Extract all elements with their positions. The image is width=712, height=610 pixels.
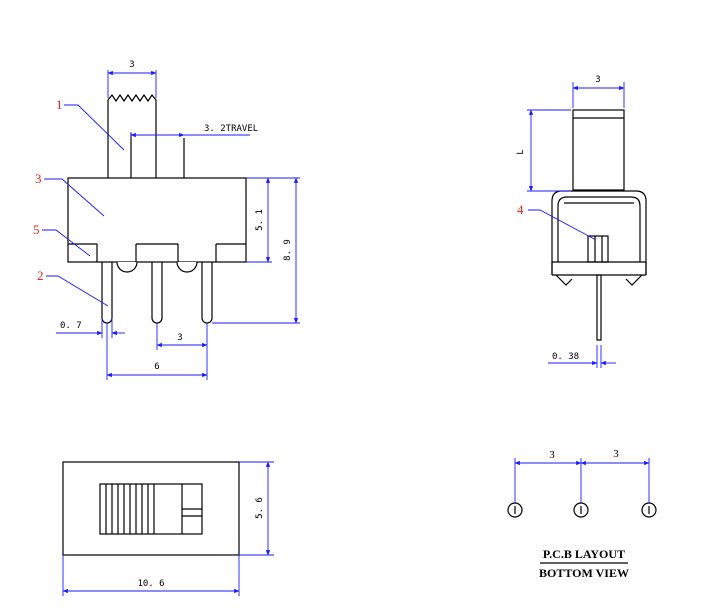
dim-actuator-length: L — [516, 149, 526, 154]
dim-travel: 3. 2TRAVEL — [204, 124, 258, 134]
side-frame — [551, 190, 647, 275]
callout-4: 4 — [517, 202, 524, 217]
pcb-subtitle: BOTTOM VIEW — [539, 566, 629, 580]
pcb-pitch-right: 3 — [613, 448, 619, 460]
top-view: 5. 6 10. 6 — [62, 461, 274, 596]
pcb-layout: 3 3 P.C.B LAYOUT BOTTOM VIEW — [507, 448, 657, 580]
housing-outline — [67, 177, 247, 263]
pcb-pitch-left: 3 — [549, 449, 555, 461]
pin-left — [101, 262, 113, 324]
dim-body-height: 5. 1 — [255, 209, 265, 231]
dim-pin-thickness: 0. 38 — [552, 352, 579, 362]
callout-3: 3 — [35, 171, 42, 186]
dim-total-height: 8. 9 — [283, 239, 293, 261]
callout-1: 1 — [56, 97, 63, 112]
front-view: 3 3. 2TRAVEL 5. 1 8. 9 0. 7 3 6 1 3 5 2 — [33, 60, 300, 380]
dim-top-length: 10. 6 — [137, 579, 164, 589]
pin-right — [201, 262, 213, 324]
side-pin — [596, 274, 602, 341]
actuator-outline — [107, 93, 157, 178]
slider-ribs — [105, 484, 155, 534]
dim-side-actuator-width: 3 — [595, 75, 600, 85]
dim-pin-span: 6 — [154, 362, 159, 372]
dim-pin-pitch: 3 — [177, 333, 182, 343]
top-housing — [62, 461, 240, 556]
callout-2: 2 — [37, 268, 44, 283]
dim-actuator-width: 3 — [129, 60, 134, 70]
pcb-title: P.C.B LAYOUT — [543, 547, 625, 561]
side-actuator — [572, 109, 625, 191]
dim-pin-width: 0. 7 — [60, 321, 82, 331]
callout-5: 5 — [33, 222, 40, 237]
pin-center — [151, 262, 163, 324]
side-view: 3 L 0. 38 4 — [516, 75, 647, 368]
dim-top-width: 5. 6 — [255, 497, 265, 519]
